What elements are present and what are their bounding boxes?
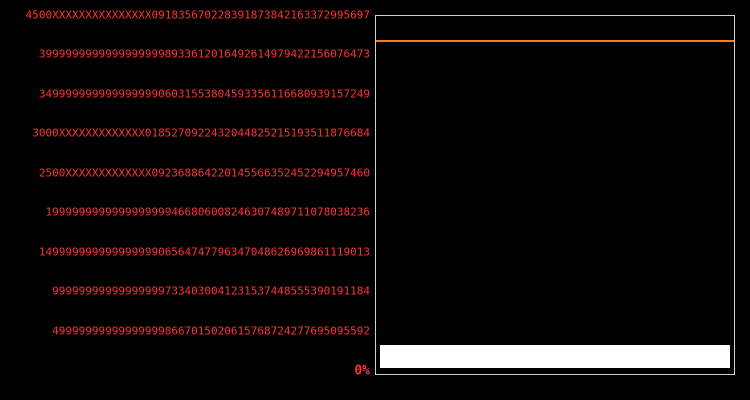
y-tick-10: 9999999999999999973340300412315374485553… [52, 284, 370, 298]
value-bar [380, 345, 730, 368]
y-tick-40: 3999999999999999999893361201649261497942… [38, 47, 370, 61]
y-tick-30: 3000XXXXXXXXXXXXX01852709224320448252151… [32, 126, 370, 140]
plot-area [375, 15, 735, 375]
threshold-line [376, 40, 734, 42]
y-tick-35: 3499999999999999990603155380459335611668… [38, 87, 370, 101]
y-tick-5: 4999999999999999986670150206157687242776… [52, 324, 370, 338]
y-tick-20: 1999999999999999999466806008246307489711… [45, 205, 370, 219]
y-tick-25: 2500XXXXXXXXXXXXX09236886422014556635245… [38, 166, 370, 180]
y-tick-45: 4500XXXXXXXXXXXXXXX091835670228391873842… [25, 8, 370, 22]
y-tick-15: 1499999999999999990656474779634704862696… [38, 245, 370, 259]
y-tick-0: 0% [354, 363, 370, 379]
